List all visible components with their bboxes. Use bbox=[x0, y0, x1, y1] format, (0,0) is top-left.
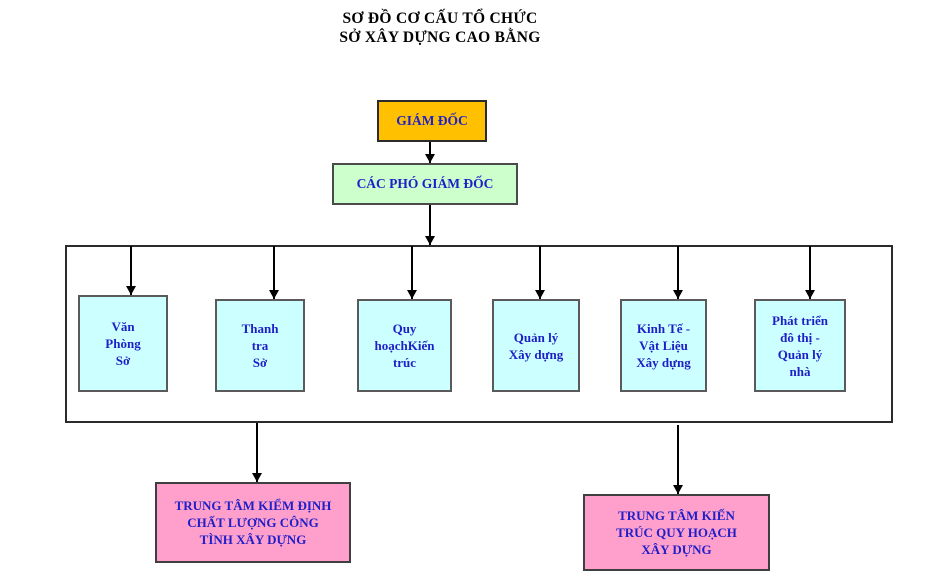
dept-box-quan-ly-xay-dung: Quản lý Xây dựng bbox=[492, 299, 580, 392]
arrow-director-to-deputy bbox=[429, 142, 431, 163]
dept-label-phat-trien-do-thi: Phát triển đô thị - Quản lý nhà bbox=[772, 312, 828, 379]
dept-label-quy-hoach-kien-truc: Quy hoạchKiến trúc bbox=[374, 321, 435, 370]
center-label-kiem-dinh-chat-luong: TRUNG TÂM KIỂM ĐỊNH CHẤT LƯỢNG CÔNG TÌNH… bbox=[174, 498, 332, 547]
arrow-to-dept-thanh-tra-so bbox=[273, 246, 275, 299]
director-box: GIÁM ĐỐC bbox=[377, 100, 487, 142]
dept-box-quy-hoach-kien-truc: Quy hoạchKiến trúc bbox=[357, 299, 452, 392]
center-box-kien-truc-quy-hoach: TRUNG TÂM KIẾN TRÚC QUY HOẠCH XÂY DỰNG bbox=[583, 494, 770, 571]
dept-box-kinh-te-vat-lieu: Kinh Tế - Vật Liệu Xây dựng bbox=[620, 299, 707, 392]
arrow-to-center-kiem-dinh bbox=[256, 423, 258, 482]
director-label: GIÁM ĐỐC bbox=[396, 113, 468, 128]
arrow-to-dept-quan-ly-xay-dung bbox=[539, 246, 541, 299]
arrow-to-dept-phat-trien-do-thi bbox=[809, 246, 811, 299]
arrow-to-dept-kinh-te-vat-lieu bbox=[677, 246, 679, 299]
arrow-deputy-to-departments bbox=[429, 205, 431, 245]
page-title-line2: SỞ XÂY DỰNG CAO BẰNG bbox=[339, 29, 541, 46]
deputy-directors-label: CÁC PHÓ GIÁM ĐỐC bbox=[356, 176, 494, 191]
center-box-kiem-dinh-chat-luong: TRUNG TÂM KIỂM ĐỊNH CHẤT LƯỢNG CÔNG TÌNH… bbox=[155, 482, 351, 563]
deputy-directors-box: CÁC PHÓ GIÁM ĐỐC bbox=[332, 163, 518, 205]
dept-box-thanh-tra-so: Thanh tra Sở bbox=[215, 299, 305, 392]
dept-box-van-phong-so: Văn Phòng Sở bbox=[78, 295, 168, 392]
dept-label-kinh-te-vat-lieu: Kinh Tế - Vật Liệu Xây dựng bbox=[636, 321, 691, 370]
dept-label-quan-ly-xay-dung: Quản lý Xây dựng bbox=[508, 329, 564, 362]
arrow-to-center-kien-truc bbox=[677, 425, 679, 494]
arrow-to-dept-van-phong-so bbox=[130, 246, 132, 295]
dept-box-phat-trien-do-thi: Phát triển đô thị - Quản lý nhà bbox=[754, 299, 846, 392]
dept-label-van-phong-so: Văn Phòng Sở bbox=[105, 319, 141, 368]
departments-container-frame bbox=[65, 245, 893, 423]
dept-label-thanh-tra-so: Thanh tra Sở bbox=[241, 321, 279, 370]
page-title-line1: SƠ ĐỒ CƠ CẤU TỔ CHỨC bbox=[342, 10, 538, 27]
page-title: SƠ ĐỒ CƠ CẤU TỔ CHỨC SỞ XÂY DỰNG CAO BẰN… bbox=[140, 9, 740, 47]
arrow-to-dept-quy-hoach-kien-truc bbox=[411, 246, 413, 299]
center-label-kien-truc-quy-hoach: TRUNG TÂM KIẾN TRÚC QUY HOẠCH XÂY DỰNG bbox=[616, 508, 737, 557]
